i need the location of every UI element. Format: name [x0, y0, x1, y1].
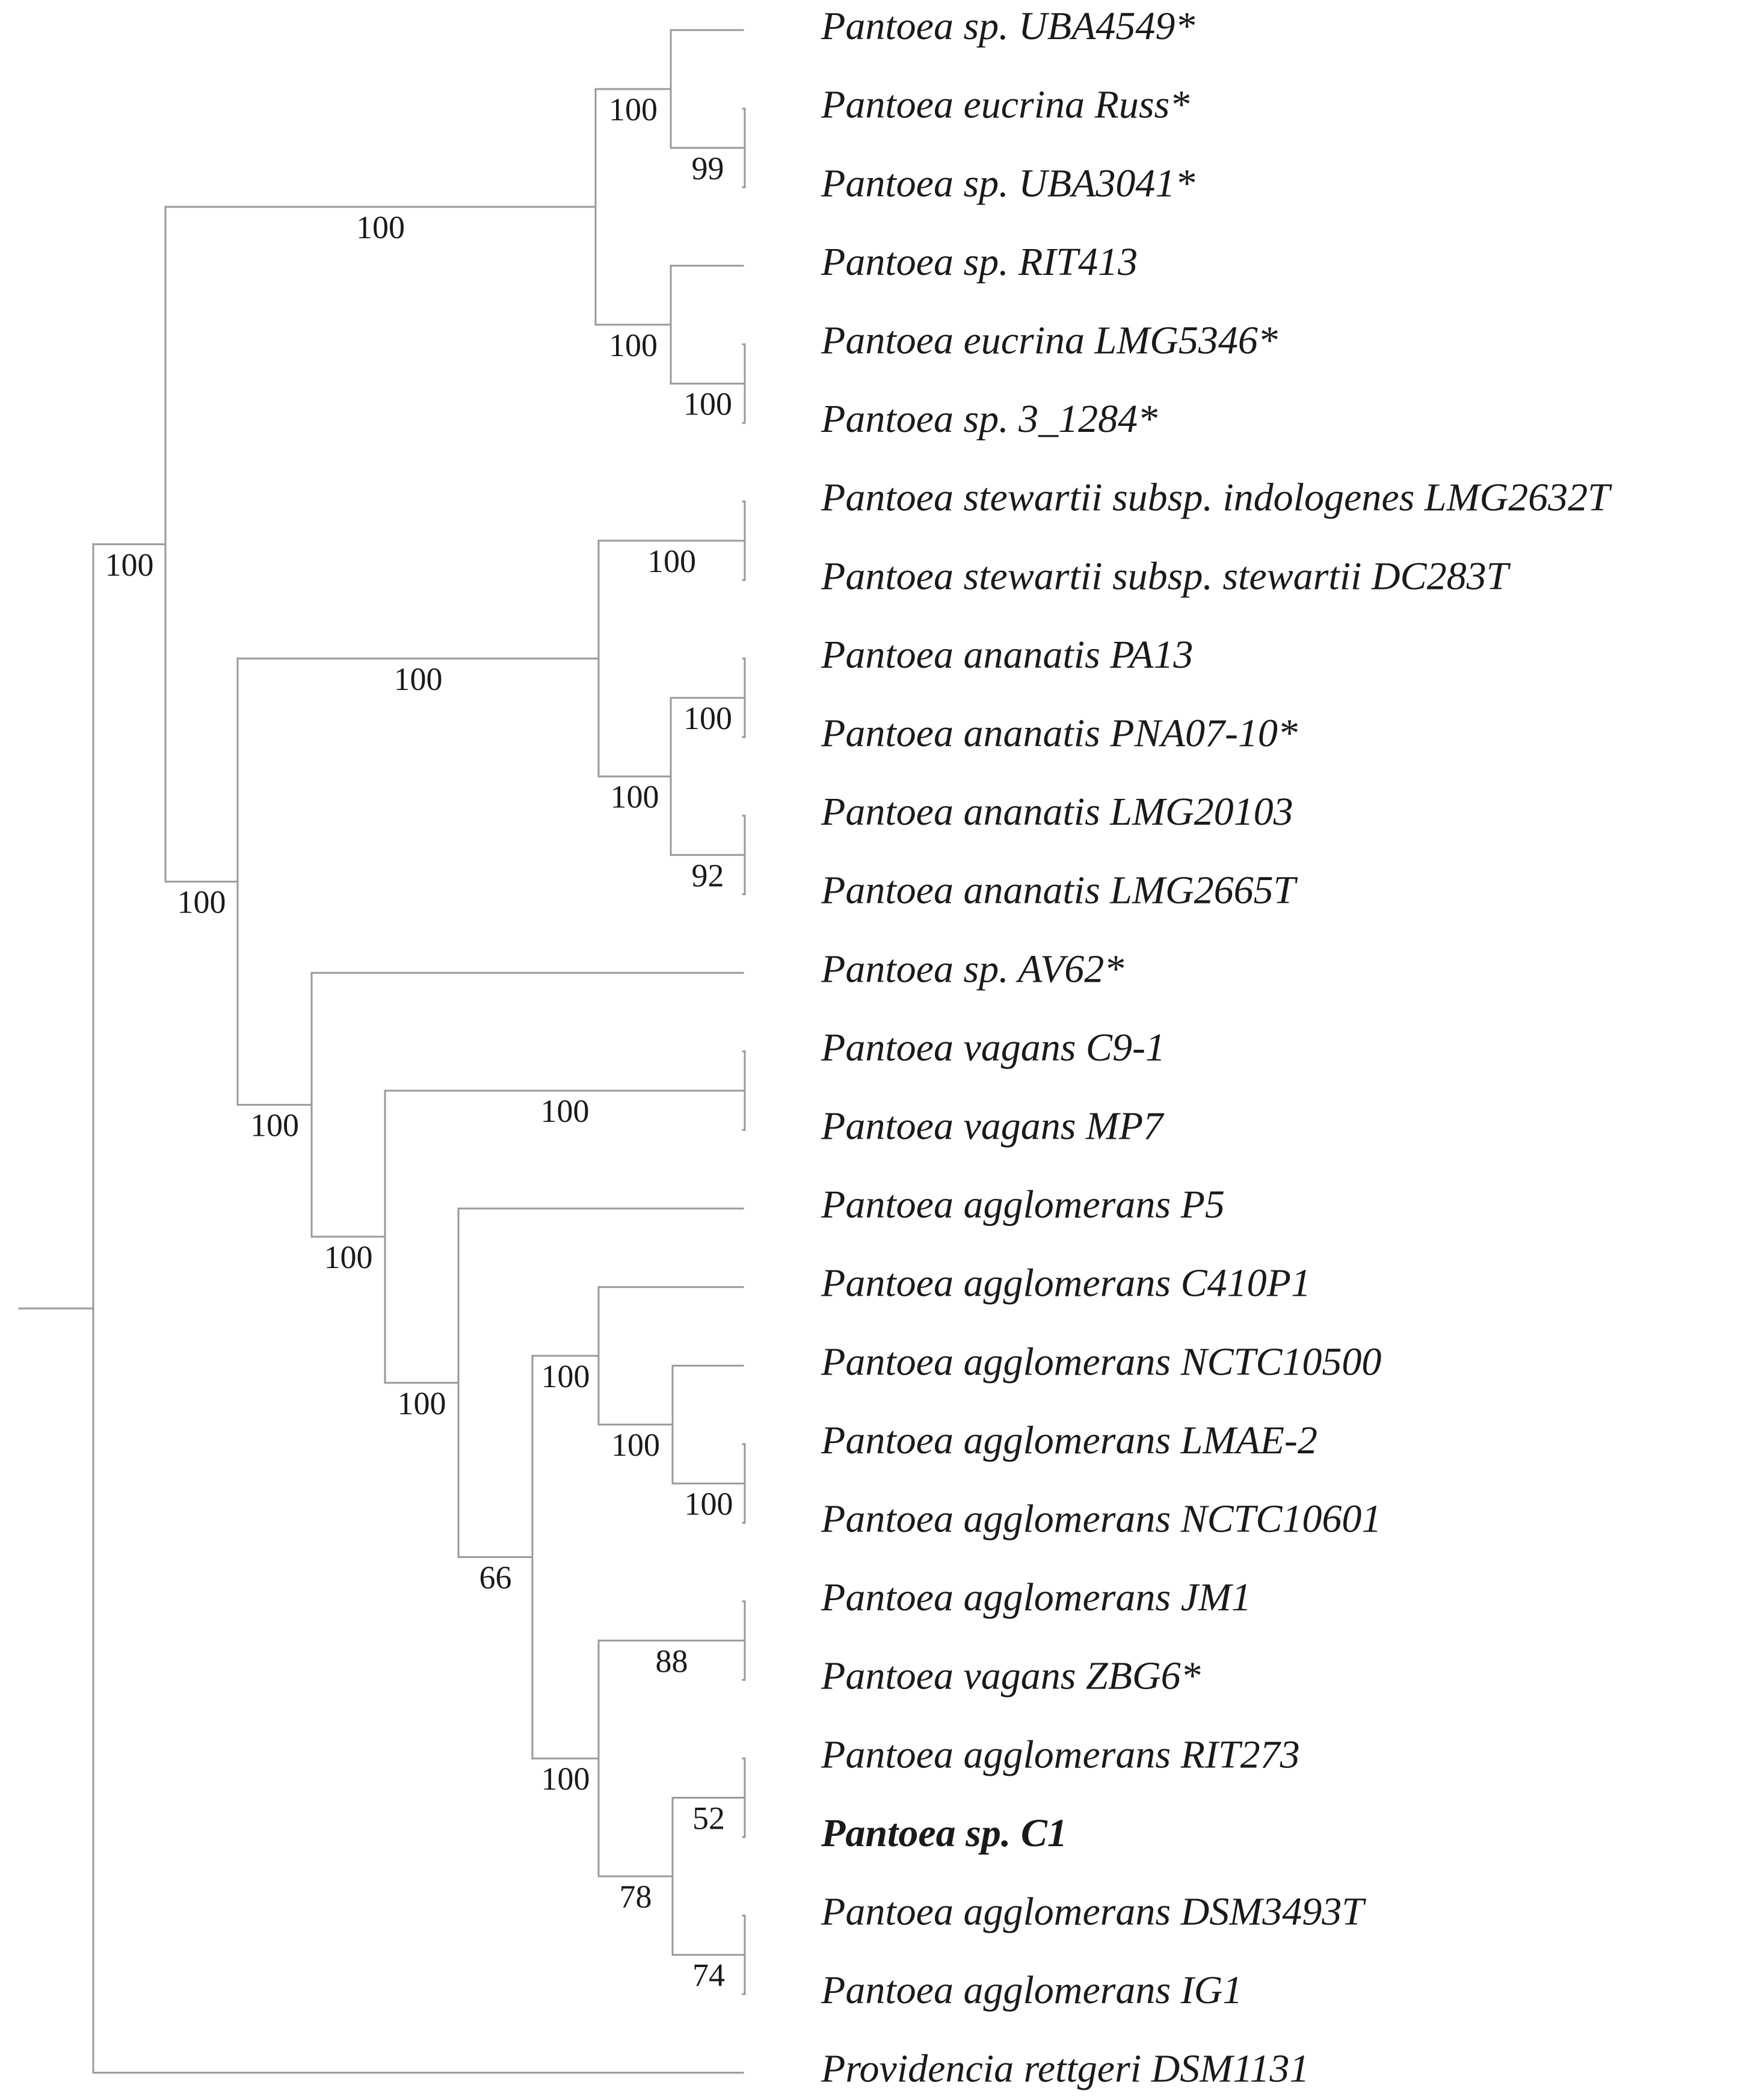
support-value-n_russ: 99 [692, 150, 724, 186]
taxon-label-t3: Pantoea sp. UBA3041* [821, 161, 1195, 205]
support-value-n_pa13: 100 [683, 700, 732, 736]
support-value-n_rit413: 100 [609, 327, 658, 363]
support-value-n_agg: 100 [398, 1385, 446, 1421]
support-value-n_jm1: 88 [656, 1643, 688, 1679]
taxon-label-t2: Pantoea eucrina Russ* [821, 83, 1189, 127]
taxon-label-t17: Pantoea agglomerans C410P1 [821, 1261, 1311, 1305]
taxon-label-t26: Pantoea agglomerans IG1 [821, 1968, 1242, 2012]
taxon-label-t23: Pantoea agglomerans RIT273 [821, 1732, 1300, 1776]
taxon-label-t24: Pantoea sp. C1 [821, 1811, 1067, 1855]
taxon-label-t14: Pantoea vagans C9-1 [821, 1026, 1165, 1070]
support-value-n_stew_anan: 100 [394, 661, 443, 697]
support-value-n_eucrina: 100 [356, 209, 405, 245]
bootstrap-values: 100 100 100 99 100 100 100 100 100 100 100 92 100 100… [105, 91, 733, 1994]
taxon-label-t16: Pantoea agglomerans P5 [821, 1183, 1225, 1227]
tree-branches [18, 29, 746, 2074]
support-value-n_pantoea: 100 [105, 547, 154, 583]
taxon-label-t25: Pantoea agglomerans DSM3493T [821, 1890, 1366, 1934]
taxon-label-t19: Pantoea agglomerans LMAE-2 [821, 1418, 1317, 1462]
taxon-label-t8: Pantoea stewartii subsp. stewartii DC283… [821, 554, 1511, 598]
taxon-label-t20: Pantoea agglomerans NCTC10601 [821, 1497, 1381, 1541]
taxon-label-t10: Pantoea ananatis PNA07-10* [821, 712, 1298, 756]
support-value-n_c1_group: 78 [620, 1879, 652, 1915]
support-value-n_lmae: 100 [685, 1486, 733, 1522]
taxon-label-t6: Pantoea sp. 3_1284* [821, 397, 1157, 441]
taxon-label-t15: Pantoea vagans MP7 [821, 1104, 1165, 1148]
support-value-n_lmg5346: 100 [683, 386, 732, 422]
support-value-n_stewartii: 100 [647, 543, 696, 579]
taxon-label-t12: Pantoea ananatis LMG2665T [821, 869, 1298, 913]
support-value-n_jm1_group: 100 [541, 1761, 590, 1797]
support-value-n_dsm: 74 [692, 1957, 725, 1994]
support-value-n_agg_group: 100 [250, 1107, 299, 1144]
support-value-n_c1: 52 [692, 1800, 725, 1837]
taxon-label-t13: Pantoea sp. AV62* [821, 947, 1124, 991]
support-value-n_vag_agg: 100 [324, 1239, 373, 1275]
taxon-label-t18: Pantoea agglomerans NCTC10500 [821, 1340, 1381, 1384]
support-value-n_agg2: 66 [479, 1560, 512, 1596]
support-value-n_c410: 100 [541, 1358, 590, 1394]
support-value-n_vagans: 100 [541, 1093, 590, 1129]
taxon-label-t5: Pantoea eucrina LMG5346* [821, 319, 1278, 363]
support-value-n_rest: 100 [177, 884, 226, 920]
taxon-labels: Pantoea sp. UBA4549* Pantoea eucrina Russ… [821, 4, 1612, 2091]
taxon-label-t1: Pantoea sp. UBA4549* [821, 4, 1195, 48]
taxon-label-t22: Pantoea vagans ZBG6* [821, 1654, 1201, 1698]
taxon-label-t21: Pantoea agglomerans JM1 [821, 1575, 1251, 1619]
taxon-label-t9: Pantoea ananatis PA13 [821, 633, 1193, 677]
support-value-n_lmg20103: 92 [692, 857, 724, 893]
taxon-label-t11: Pantoea ananatis LMG20103 [821, 790, 1293, 834]
taxon-label-t27: Providencia rettgeri DSM1131 [821, 2047, 1309, 2091]
taxon-label-t4: Pantoea sp. RIT413 [821, 240, 1138, 284]
support-value-n_nctc: 100 [611, 1427, 660, 1463]
support-value-n_ananatis: 100 [611, 779, 659, 815]
taxon-label-t7: Pantoea stewartii subsp. indologenes LMG… [821, 476, 1612, 520]
support-value-n_uba: 100 [609, 91, 658, 128]
